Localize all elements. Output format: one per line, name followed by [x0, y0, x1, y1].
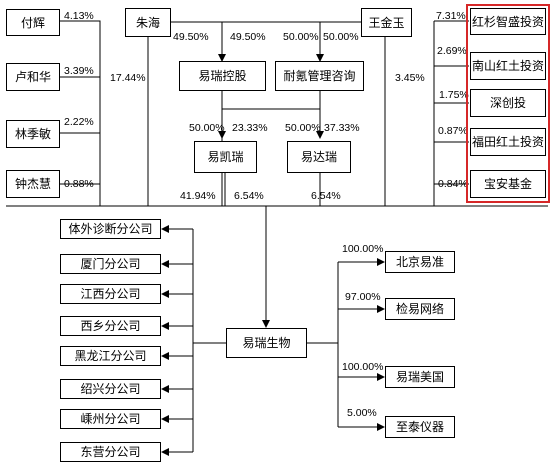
edge-konggu-yidarui-pct: 50.00%	[285, 122, 321, 134]
edge-konggu-direct-pct: 41.94%	[180, 190, 216, 202]
investor-highlight-frame	[466, 4, 550, 203]
shareholder-zhong-jiehui: 钟杰慧	[6, 170, 60, 198]
shareholder-lu-hehua: 卢和华	[6, 63, 60, 91]
edge-naiqing-yidarui-pct: 37.33%	[324, 122, 360, 134]
hongshan-pct: 7.31%	[436, 10, 466, 22]
shenchuang-pct: 1.75%	[439, 89, 469, 101]
futian-pct: 0.87%	[438, 125, 468, 137]
subsidiary-pct: 5.00%	[347, 407, 377, 419]
branch-box: 西乡分公司	[60, 316, 161, 336]
investor-baoan: 宝安基金	[470, 170, 546, 198]
edge-zhu-direct-pct: 17.44%	[110, 72, 146, 84]
company-yikairui: 易凯瑞	[194, 141, 257, 173]
edge-yidarui-direct-pct: 6.54%	[311, 190, 341, 202]
investor-nanshan: 南山红土投资	[470, 52, 546, 80]
branch-box: 绍兴分公司	[60, 379, 161, 399]
investor-futian: 福田红土投资	[470, 128, 546, 156]
company-yidarui: 易达瑞	[287, 141, 351, 173]
branch-box: 嵊州分公司	[60, 409, 161, 429]
subsidiary-pct: 100.00%	[342, 361, 384, 373]
nanshan-pct: 2.69%	[437, 45, 467, 57]
company-yirui-konggu: 易瑞控股	[179, 61, 266, 91]
subsidiary-box: 检易网络	[385, 298, 455, 320]
edge-wang-konggu-pct: 50.00%	[323, 31, 359, 43]
lu-hehua-pct: 3.39%	[64, 65, 94, 77]
subsidiary-pct: 100.00%	[342, 243, 384, 255]
subsidiary-box: 北京易准	[385, 251, 455, 273]
edge-yikairui-direct-pct: 6.54%	[234, 190, 264, 202]
company-naiqing: 耐氪管理咨询	[275, 61, 364, 91]
edge-zhu-naiqing-pct: 49.50%	[230, 31, 266, 43]
shareholder-zhu-hai: 朱海	[125, 8, 171, 37]
branch-box: 黑龙江分公司	[60, 346, 161, 366]
investor-hongshan: 红杉智盛投资	[470, 8, 546, 35]
edge-zhu-konggu-pct: 49.50%	[173, 31, 209, 43]
subsidiary-box: 至泰仪器	[385, 416, 455, 438]
branch-box: 东营分公司	[60, 442, 161, 462]
edge-wang-direct-pct: 3.45%	[395, 72, 425, 84]
lin-jimin-pct: 2.22%	[64, 116, 94, 128]
baoan-pct: 0.84%	[438, 178, 468, 190]
branch-box: 体外诊断分公司	[60, 219, 161, 239]
edge-naiqing-yikairui-pct: 23.33%	[232, 122, 268, 134]
shareholder-wang-jinyu: 王金玉	[361, 8, 412, 37]
shareholder-lin-jimin: 林季敏	[6, 120, 60, 148]
branch-box: 江西分公司	[60, 284, 161, 304]
edge-konggu-yikairui-pct: 50.00%	[189, 122, 225, 134]
shareholder-fu-hui: 付辉	[6, 9, 60, 36]
subsidiary-pct: 97.00%	[345, 291, 381, 303]
edge-wang-naiqing-pct: 50.00%	[283, 31, 319, 43]
zhong-jiehui-pct: 0.88%	[64, 178, 94, 190]
branch-box: 厦门分公司	[60, 254, 161, 274]
company-yirui-shengwu: 易瑞生物	[226, 328, 307, 358]
subsidiary-box: 易瑞美国	[385, 366, 455, 388]
fu-hui-pct: 4.13%	[64, 10, 94, 22]
investor-shenchuang: 深创投	[470, 89, 546, 117]
